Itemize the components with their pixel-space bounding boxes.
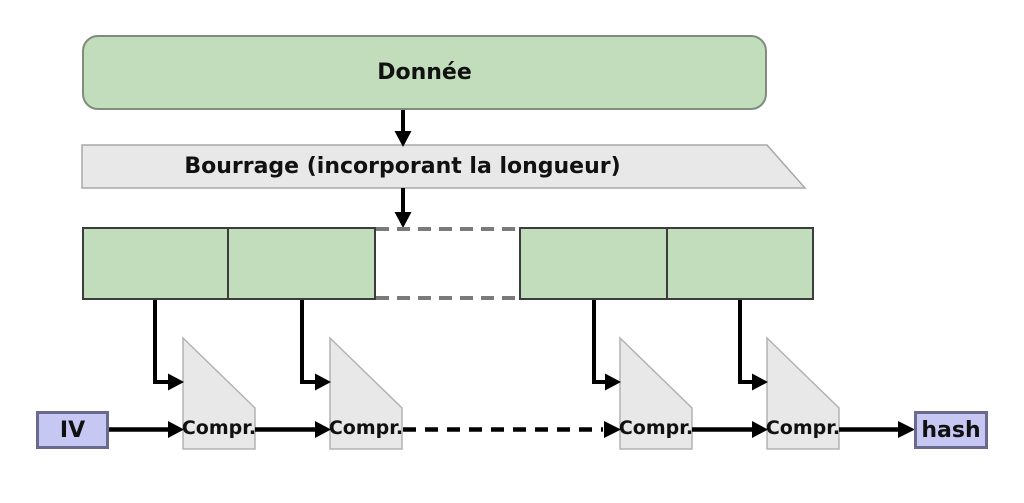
- compression-function-3-label: Compr.: [618, 417, 694, 439]
- data-box: Donnée: [82, 35, 767, 110]
- iv-box: IV: [36, 411, 109, 449]
- padding-banner-shape: [81, 144, 807, 189]
- arrow-compr4-to-hash: [839, 421, 915, 438]
- arrow-padding-to-blocks: [394, 188, 412, 228]
- arrow-block2-to-compr2: [300, 300, 331, 391]
- omitted-blocks-dashes: [376, 227, 519, 300]
- message-block-4: [666, 227, 814, 300]
- arrow-compr3-to-compr4: [692, 421, 768, 438]
- compression-function-1-shape: [182, 336, 256, 450]
- message-block-2: [227, 227, 376, 300]
- arrow-block1-to-compr1: [153, 300, 184, 391]
- arrow-block4-to-compr4: [738, 300, 768, 391]
- arrow-compr1-to-compr2: [255, 421, 331, 438]
- arrow-iv-to-compr1: [109, 421, 184, 438]
- message-block-1: [82, 227, 229, 300]
- compression-function-1-label: Compr.: [181, 417, 257, 439]
- hash-box: hash: [914, 411, 988, 449]
- compression-function-2-label: Compr.: [328, 417, 404, 439]
- arrow-block3-to-compr3: [592, 300, 621, 391]
- hash-box-label: hash: [921, 417, 981, 443]
- arrow-data-to-padding: [394, 110, 412, 147]
- compression-function-3-shape: [619, 336, 693, 450]
- padding-banner-label: Bourrage (incorporant la longueur): [184, 154, 621, 179]
- iv-box-label: IV: [59, 417, 86, 443]
- message-block-3: [519, 227, 668, 300]
- data-box-label: Donnée: [377, 60, 472, 85]
- compression-function-4-shape: [766, 336, 840, 450]
- compression-function-2-shape: [329, 336, 403, 450]
- compression-function-4-label: Compr.: [765, 417, 841, 439]
- arrow-compr2-to-compr3-dashed: [403, 421, 621, 438]
